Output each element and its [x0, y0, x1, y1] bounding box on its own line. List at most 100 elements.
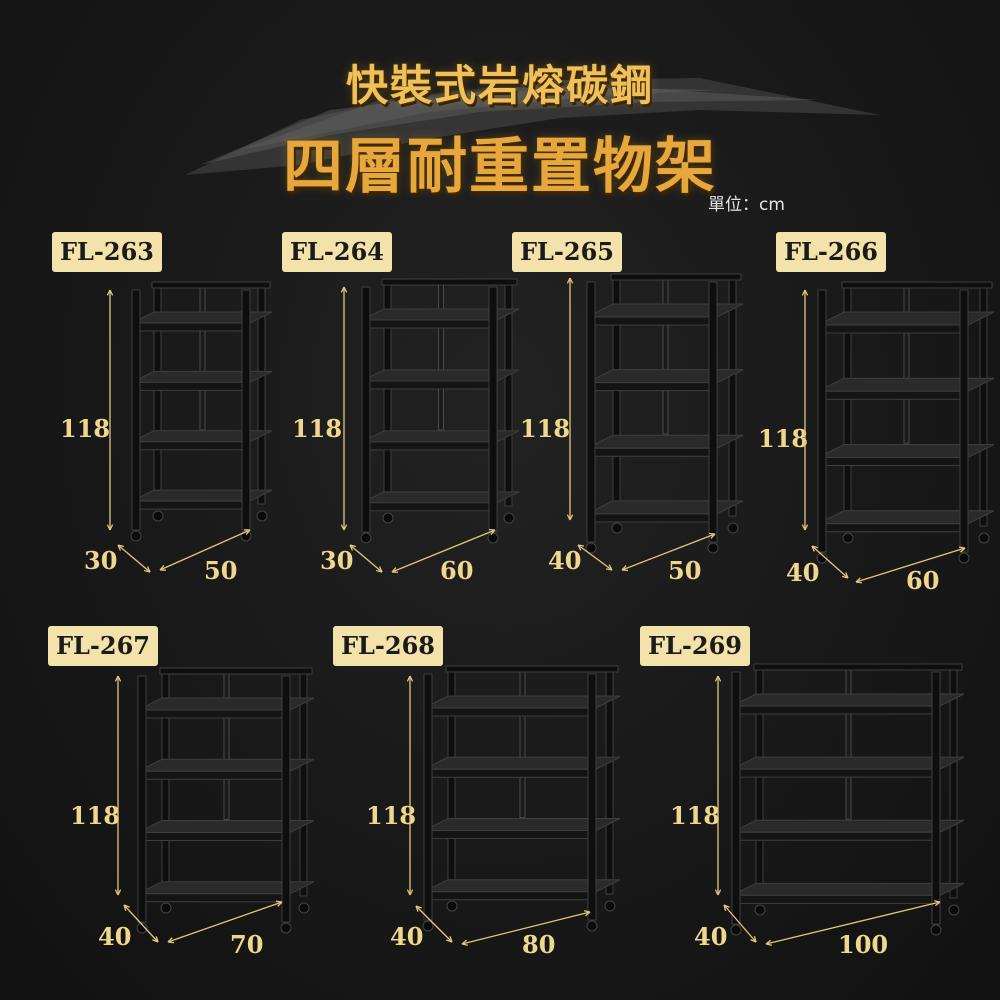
height-dim-fl-269: 118: [670, 801, 721, 830]
height-line-fl-265-arrowhead: [566, 514, 574, 521]
width-line-fl-268-arrowhead: [583, 910, 591, 917]
model-label-fl-268: FL-268: [333, 626, 443, 666]
shelf-front-fl-263: [131, 381, 251, 391]
front-post-fl-267: [281, 675, 291, 923]
height-dim-fl-267: 118: [70, 801, 121, 830]
caster-wheel-fl-269: [930, 924, 942, 936]
caster-wheel-fl-263: [130, 530, 142, 542]
width-line-fl-266-arrowhead: [958, 546, 966, 553]
caster-wheel-fl-268: [586, 920, 598, 932]
height-line-fl-265-arrowhead: [566, 277, 574, 284]
shelf-top-fl-263: [131, 370, 273, 383]
caster-wheel-fl-269: [754, 904, 766, 916]
front-post-fl-266: [959, 289, 969, 553]
top-rail-fl-267: [159, 667, 313, 675]
width-line-fl-263-arrowhead: [159, 565, 167, 571]
width-line-fl-263-arrowhead: [243, 529, 251, 535]
caster-wheel-fl-264: [360, 532, 372, 544]
front-post-fl-269: [931, 671, 941, 925]
depth-line-fl-269-arrowhead: [750, 936, 757, 943]
shelf-top-fl-269: [731, 882, 965, 896]
title-line-1: 快裝式岩熔碳鋼: [345, 61, 654, 110]
model-label-fl-266: FL-266: [776, 232, 886, 272]
caster-wheel-fl-266: [978, 532, 990, 544]
height-line-fl-263-arrowhead: [106, 524, 114, 531]
top-rail-fl-263: [151, 281, 271, 289]
depth-dim-fl-267: 40: [98, 922, 132, 951]
model-label-fl-263: FL-263: [52, 232, 162, 272]
height-line-fl-267-arrowhead: [114, 675, 122, 682]
middle-post-fl-264: [438, 282, 444, 431]
width-line-fl-265-arrowhead: [621, 565, 629, 572]
shelf-front-fl-269: [731, 831, 941, 841]
caster-wheel-fl-264: [487, 532, 499, 544]
shelf-front-fl-267: [137, 893, 291, 903]
caster-wheel-fl-266: [816, 552, 828, 564]
height-line-fl-264-arrowhead: [340, 524, 348, 531]
shelf-front-fl-267: [137, 770, 291, 780]
front-post-fl-268: [587, 673, 597, 921]
caster-wheel-fl-267: [280, 922, 292, 934]
depth-dim-fl-269: 40: [694, 922, 728, 951]
shelf-front-fl-268: [423, 768, 597, 778]
depth-line-fl-265-arrowhead: [577, 544, 585, 551]
width-line-fl-264-arrowhead: [488, 528, 496, 535]
shelf-front-fl-266: [817, 523, 969, 533]
shelf-front-fl-263: [131, 500, 251, 510]
shelf-top-fl-265: [586, 434, 744, 449]
shelf-front-fl-269: [731, 768, 941, 778]
depth-line-fl-264: [349, 544, 383, 573]
height-dim-fl-264: 118: [292, 414, 343, 443]
depth-line-fl-264-arrowhead: [349, 544, 356, 551]
caster-wheel-fl-265: [585, 542, 597, 554]
shelf-front-fl-266: [817, 390, 969, 400]
shelf-front-fl-264: [361, 380, 498, 390]
front-post-fl-263: [241, 289, 251, 531]
depth-line-fl-267-arrowhead: [152, 936, 159, 943]
top-rail-fl-265: [610, 273, 742, 281]
depth-line-fl-269-arrowhead: [723, 904, 730, 911]
caster-wheel-fl-264: [382, 512, 394, 524]
front-post-fl-266: [817, 289, 827, 553]
height-dim-fl-265: 118: [520, 414, 571, 443]
shelf-front-fl-263: [131, 322, 251, 332]
shelf-front-fl-264: [361, 441, 498, 451]
model-label-fl-264: FL-264: [282, 232, 392, 272]
width-dim-fl-263: 50: [204, 556, 238, 585]
width-line-fl-267: [167, 901, 283, 943]
depth-dim-fl-266: 40: [786, 558, 820, 587]
caster-wheel-fl-268: [604, 900, 616, 912]
depth-line-fl-263-arrowhead: [144, 566, 151, 573]
shelf-front-fl-267: [137, 709, 291, 719]
front-post-fl-265: [586, 281, 596, 543]
shelf-top-fl-265: [586, 303, 744, 318]
caster-wheel-fl-266: [958, 552, 970, 564]
caster-wheel-fl-263: [152, 510, 164, 522]
height-line-fl-266-arrowhead: [801, 524, 809, 531]
top-rail-fl-264: [381, 278, 518, 286]
shelf-front-fl-267: [137, 832, 291, 841]
shelf-top-fl-269: [731, 756, 965, 770]
front-post-fl-263: [131, 289, 141, 531]
depth-line-fl-269: [723, 904, 757, 943]
middle-post-fl-265: [662, 277, 669, 435]
top-rail-fl-268: [445, 665, 619, 673]
brush-stroke-decoration: [185, 78, 880, 175]
middle-post-fl-269: [845, 667, 852, 820]
model-label-fl-269: FL-269: [640, 626, 750, 666]
shelf-top-fl-263: [131, 489, 273, 502]
height-dim-fl-263: 118: [60, 414, 111, 443]
shelf-front-fl-264: [361, 502, 498, 512]
width-line-fl-266: [855, 547, 966, 583]
caster-wheel-fl-268: [422, 920, 434, 932]
depth-dim-fl-265: 40: [548, 546, 582, 575]
height-dim-fl-268: 118: [366, 801, 417, 830]
depth-dim-fl-264: 30: [320, 546, 354, 575]
height-line-fl-268-arrowhead: [406, 675, 414, 682]
depth-line-fl-264-arrowhead: [376, 566, 383, 573]
middle-post-fl-268: [519, 669, 526, 819]
width-line-fl-267-arrowhead: [167, 937, 175, 944]
shelf-top-fl-265: [586, 369, 744, 384]
caster-wheel-fl-267: [298, 902, 310, 914]
